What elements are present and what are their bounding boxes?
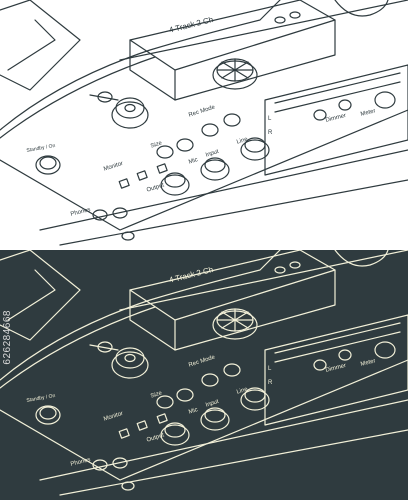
stock-id-watermark: 626284668: [2, 310, 16, 490]
light-drawing: [0, 0, 408, 246]
light-blueprint-panel: [0, 0, 408, 246]
dark-blueprint-panel: [0, 250, 408, 500]
dark-drawing: [0, 250, 408, 496]
stock-id-text: 626284668: [2, 310, 13, 365]
